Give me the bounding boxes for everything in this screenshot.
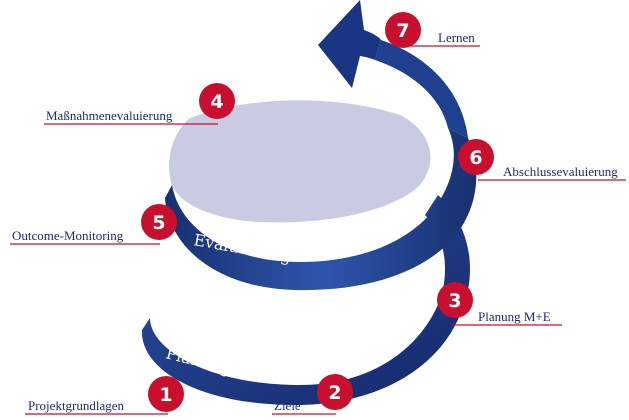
step-2-number: 2 (328, 382, 341, 404)
step-5-marker (141, 204, 177, 240)
step-2-marker (317, 374, 353, 410)
step-3-marker (437, 282, 473, 318)
step-7-marker (385, 12, 421, 48)
step-3: Planung M+E 3 (437, 282, 562, 326)
step-7: Lernen 7 (385, 12, 480, 48)
step-6-number: 6 (469, 147, 482, 169)
step-5-number: 5 (152, 212, 165, 234)
step-1-number: 1 (159, 384, 172, 406)
spiral-arrowhead (318, 0, 381, 88)
step-4: Maßnahmenevaluierung 4 (44, 83, 235, 125)
step-4-marker (199, 83, 235, 119)
step-1: Projektgrundlagen 1 (25, 376, 184, 415)
step-6-label: Abschlussevaluierung (503, 164, 618, 179)
step-5-label: Outcome-Monitoring (12, 228, 124, 243)
step-5: Outcome-Monitoring 5 (10, 204, 177, 245)
step-6: Abschlussevaluierung 6 (458, 139, 626, 181)
step-7-label: Lernen (438, 30, 475, 45)
step-3-label: Planung M+E (478, 309, 551, 324)
step-2: Ziele 2 (272, 374, 353, 415)
step-1-label: Projektgrundlagen (28, 398, 125, 413)
step-4-number: 4 (210, 91, 223, 113)
spiral-band-back (169, 100, 431, 223)
step-1-marker (148, 376, 184, 412)
spiral-band-upper (375, 40, 468, 138)
step-3-number: 3 (448, 290, 461, 312)
step-6-marker (458, 139, 494, 175)
step-4-label: Maßnahmenevaluierung (46, 108, 173, 123)
spiral-band-middle (165, 128, 477, 291)
step-7-number: 7 (396, 20, 409, 42)
step-2-label: Ziele (274, 398, 301, 413)
